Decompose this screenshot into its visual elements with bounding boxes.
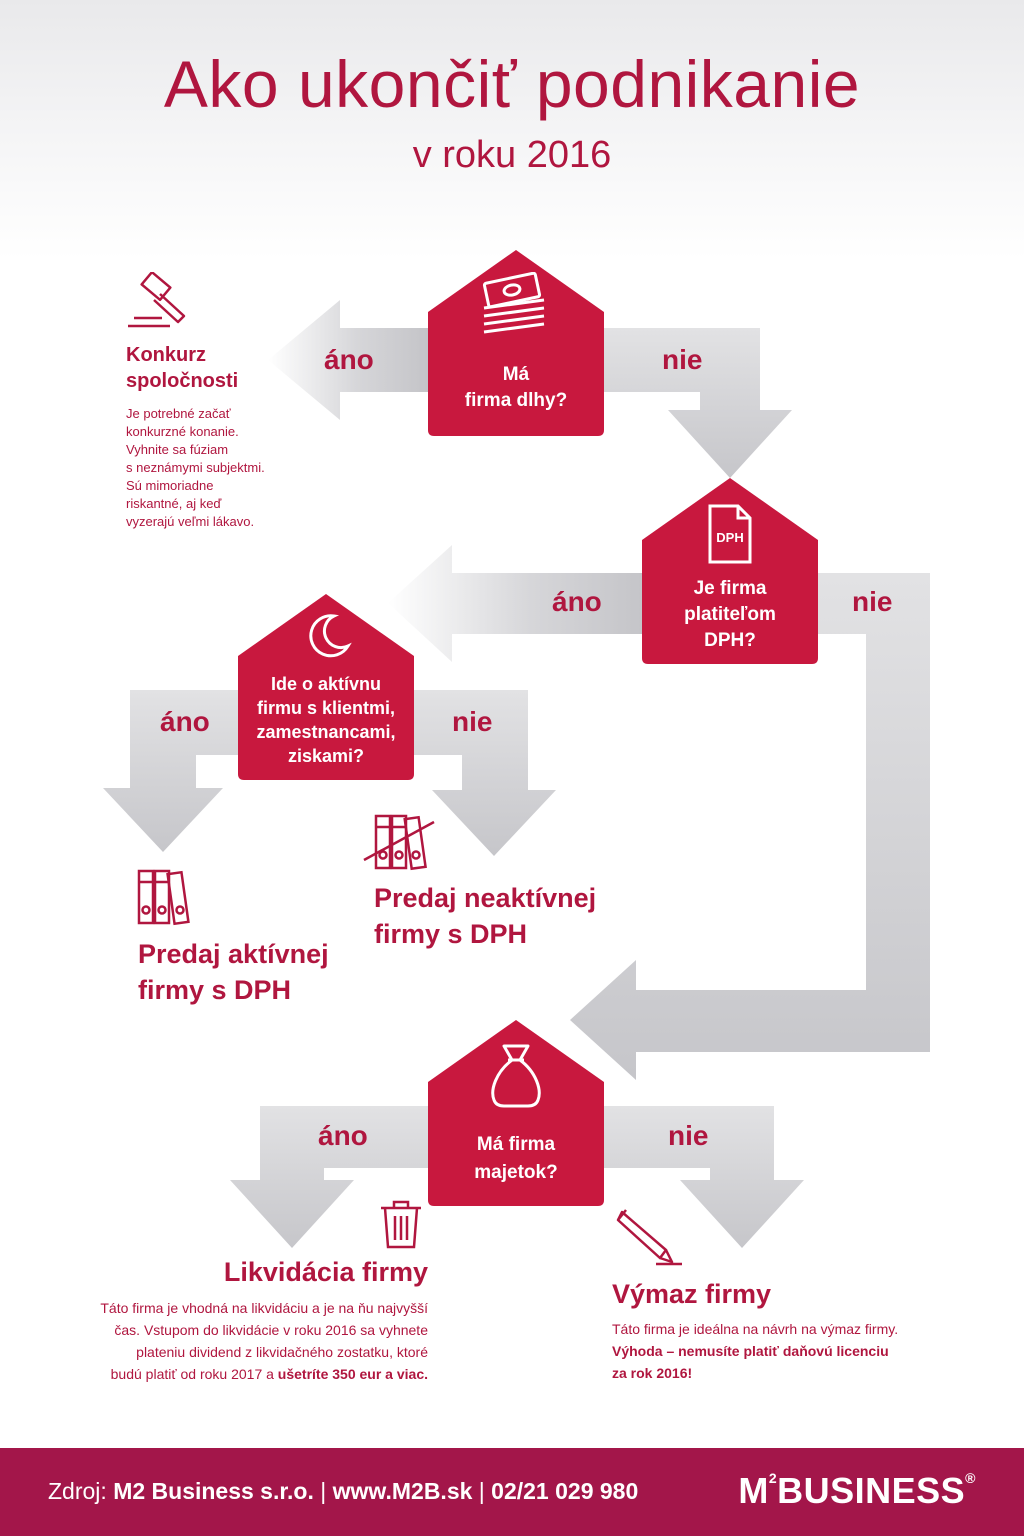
dph-document-icon: DPH bbox=[708, 504, 752, 564]
page-subtitle: v roku 2016 bbox=[412, 134, 612, 176]
trash-icon bbox=[381, 1200, 421, 1249]
q1-yes-arrow bbox=[268, 300, 430, 420]
konkurz-title-2: spoločnosti bbox=[126, 370, 239, 392]
q3-yes-arrow bbox=[103, 690, 244, 852]
q4-line-1: Má firma bbox=[476, 1134, 556, 1155]
footer-web-link[interactable]: www.M2B.sk bbox=[332, 1478, 473, 1504]
q3-line-1: Ide o aktívnu bbox=[270, 674, 382, 694]
house-shape bbox=[642, 478, 818, 664]
footer-prefix: Zdroj: bbox=[48, 1478, 114, 1504]
vymaz-desc-3: za rok 2016! bbox=[612, 1365, 693, 1381]
vymaz-desc-1: Táto firma je ideálna na návrh na výmaz … bbox=[612, 1321, 899, 1337]
m2-business-logo: M2BUSINESS® bbox=[738, 1470, 976, 1512]
likvidacia-desc-4-plain: budú platiť od roku 2017 a bbox=[110, 1366, 278, 1382]
footer-sep-1: | bbox=[313, 1478, 333, 1504]
likvidacia-desc-1: Táto firma je vhodná na likvidáciu a je … bbox=[100, 1300, 428, 1316]
question-active-company: Ide o aktívnu firmu s klientmi, zamestna… bbox=[238, 594, 414, 780]
predaj-neaktivnej-title-2: firmy s DPH bbox=[374, 919, 528, 949]
logo-registered: ® bbox=[965, 1470, 976, 1486]
logo-superscript: 2 bbox=[768, 1470, 778, 1486]
q4-yes-label: áno bbox=[318, 1120, 368, 1151]
vymaz-desc-2: Výhoda – nemusíte platiť daňovú licenciu bbox=[612, 1343, 889, 1359]
logo-m: M bbox=[738, 1470, 769, 1511]
q2-no-arrow bbox=[570, 573, 930, 1080]
q2-line-1: Je firma bbox=[693, 578, 767, 599]
q3-yes-label: áno bbox=[160, 706, 210, 737]
gavel-icon bbox=[128, 272, 186, 328]
footer-source: Zdroj: M2 Business s.r.o. | www.M2B.sk |… bbox=[48, 1478, 638, 1505]
vymaz-title: Výmaz firmy bbox=[612, 1279, 772, 1309]
konkurz-desc-7: vyzerajú veľmi lákavo. bbox=[126, 514, 255, 529]
q3-line-2: firmu s klientmi, bbox=[256, 698, 396, 718]
question-assets: Má firma majetok? bbox=[428, 1020, 604, 1206]
q2-line-3: DPH? bbox=[704, 630, 756, 651]
predaj-neaktivnej-title-1: Predaj neaktívnej bbox=[374, 883, 597, 913]
q3-line-3: zamestnancami, bbox=[256, 722, 396, 742]
likvidacia-savings: ušetríte 350 eur a viac. bbox=[277, 1366, 428, 1382]
footer-sep-2: | bbox=[472, 1478, 492, 1504]
crossed-binders-icon bbox=[363, 814, 435, 871]
page-title: Ako ukončiť podnikanie bbox=[163, 47, 861, 121]
q1-no-label: nie bbox=[662, 344, 703, 375]
q2-yes-label: áno bbox=[552, 586, 602, 617]
konkurz-title-1: Konkurz bbox=[126, 344, 206, 366]
q1-no-arrow bbox=[600, 328, 792, 478]
q1-line-2: firma dlhy? bbox=[464, 390, 568, 411]
konkurz-desc-6: riskantné, aj keď bbox=[126, 496, 222, 511]
q3-no-arrow bbox=[410, 690, 556, 856]
footer-company: M2 Business s.r.o. bbox=[113, 1478, 314, 1504]
predaj-aktivnej-title-1: Predaj aktívnej bbox=[138, 939, 329, 969]
konkurz-desc-5: Sú mimoriadne bbox=[126, 478, 214, 493]
likvidacia-desc-3: plateniu dividend z likvidačného zostatk… bbox=[136, 1344, 428, 1360]
q2-line-2: platiteľom bbox=[684, 604, 776, 625]
footer-phone: 02/21 029 980 bbox=[491, 1478, 639, 1504]
konkurz-desc-1: Je potrebné začať bbox=[126, 406, 231, 421]
q1-yes-label: áno bbox=[324, 344, 374, 375]
konkurz-desc-2: konkurzné konanie. bbox=[126, 424, 239, 439]
likvidacia-desc-2: čas. Vstupom do likvidácie v roku 2016 s… bbox=[114, 1322, 428, 1338]
konkurz-desc-4: s neznámymi subjektmi. bbox=[126, 460, 265, 475]
dph-icon-text: DPH bbox=[716, 530, 743, 545]
q1-line-1: Má bbox=[502, 364, 530, 385]
question-debts: Má firma dlhy? bbox=[428, 250, 604, 436]
binders-icon bbox=[137, 869, 190, 926]
house-shape bbox=[428, 250, 604, 436]
q4-no-arrow bbox=[600, 1106, 804, 1248]
logo-business: BUSINESS bbox=[777, 1470, 966, 1511]
house-shape bbox=[428, 1020, 604, 1206]
q4-yes-arrow bbox=[230, 1106, 430, 1248]
house-shape bbox=[238, 594, 414, 780]
q2-yes-arrow bbox=[388, 545, 648, 662]
footer: Zdroj: M2 Business s.r.o. | www.M2B.sk |… bbox=[0, 1448, 1024, 1536]
question-vat-payer: DPH Je firma platiteľom DPH? bbox=[642, 478, 818, 664]
q4-no-label: nie bbox=[668, 1120, 709, 1151]
pencil-icon bbox=[616, 1209, 682, 1266]
konkurz-desc-3: Vyhnite sa fúziam bbox=[126, 442, 229, 457]
q3-no-label: nie bbox=[452, 706, 493, 737]
money-bag-icon bbox=[491, 1044, 541, 1108]
q4-line-2: majetok? bbox=[474, 1162, 558, 1183]
likvidacia-desc-4: budú platiť od roku 2017 a ušetríte 350 … bbox=[40, 1363, 428, 1385]
moon-icon bbox=[309, 614, 352, 658]
predaj-aktivnej-title-2: firmy s DPH bbox=[138, 975, 292, 1005]
q2-no-label: nie bbox=[852, 586, 893, 617]
q3-line-4: ziskami? bbox=[287, 746, 365, 766]
money-stack-icon bbox=[482, 272, 545, 334]
likvidacia-title: Likvidácia firmy bbox=[223, 1257, 428, 1287]
